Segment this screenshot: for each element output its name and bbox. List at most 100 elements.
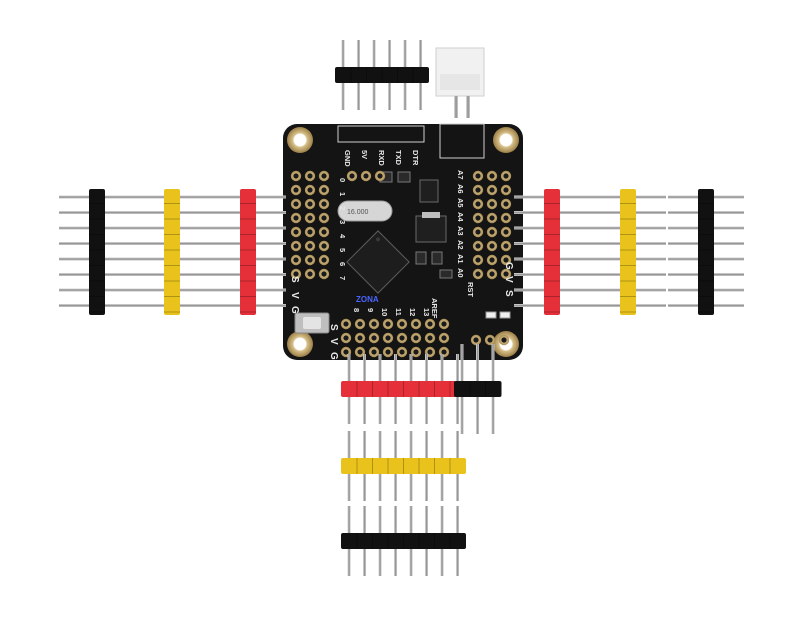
header-seam: [164, 280, 180, 282]
header-seam: [89, 203, 105, 204]
header-strip-small-black: [454, 344, 502, 434]
pin-number-label: 1: [338, 192, 347, 196]
label-g-right: G: [503, 262, 514, 270]
header-seam: [387, 458, 389, 474]
pad-bottom: [396, 318, 408, 330]
pad-bottom: [368, 318, 380, 330]
header-housing: [89, 189, 105, 315]
header-seam: [544, 280, 560, 282]
pad-bottom: [354, 318, 366, 330]
label-aref: AREF: [430, 298, 439, 319]
pad-right: [472, 240, 484, 252]
header-seam: [698, 296, 714, 297]
label-5v: 5V: [360, 150, 369, 159]
header-seam: [403, 458, 404, 474]
header-seam: [434, 381, 435, 397]
pad-right: [472, 268, 484, 280]
pad-left: [290, 240, 302, 252]
pad-top: [374, 170, 386, 182]
pad-left: [318, 184, 330, 196]
header-seam: [403, 533, 404, 549]
header-seam: [164, 265, 180, 266]
header-seam: [240, 296, 256, 297]
header-seam: [544, 234, 560, 235]
header-seam: [544, 218, 560, 220]
pad-bottom: [438, 318, 450, 330]
label-gnd: GND: [343, 150, 352, 167]
header-housing: [698, 189, 714, 315]
pad-bottom: [438, 346, 450, 358]
pad-left: [290, 212, 302, 224]
pin-number-label: 0: [338, 178, 347, 182]
led-indicator: [485, 311, 497, 319]
pad-bottom: [410, 346, 422, 358]
header-seam: [403, 381, 404, 397]
header-seam: [418, 533, 420, 549]
header-seam: [434, 533, 435, 549]
header-seam: [356, 458, 358, 474]
header-seam: [164, 218, 180, 220]
pad-bottom: [382, 346, 394, 358]
pad-right: [500, 226, 512, 238]
pad-left: [304, 254, 316, 266]
label-v-right: V: [503, 276, 514, 283]
pad-left: [318, 240, 330, 252]
blue-mark: ZONA: [356, 295, 379, 304]
header-seam: [372, 458, 373, 474]
header-seam: [698, 234, 714, 235]
label-s-left: S: [289, 276, 300, 283]
pad-left: [318, 170, 330, 182]
header-housing: [240, 189, 256, 315]
analog-pin-label: A5: [456, 198, 465, 208]
header-seam: [240, 234, 256, 235]
header-seam: [89, 249, 105, 251]
pad-right: [486, 184, 498, 196]
header-seam: [544, 311, 560, 313]
pad-left: [290, 184, 302, 196]
header-strip-left-black: [59, 189, 135, 315]
header-seam: [240, 280, 256, 282]
header-seam: [620, 218, 636, 220]
pad-left: [318, 226, 330, 238]
pin-number-label: 4: [338, 234, 347, 239]
header-seam: [240, 218, 256, 220]
pad-left: [304, 212, 316, 224]
pad-right: [500, 184, 512, 196]
pad-left: [290, 226, 302, 238]
header-seam: [418, 458, 420, 474]
pad-bottom: [396, 332, 408, 344]
mcu-chip: [346, 230, 410, 294]
label-txd: TXD: [394, 150, 403, 166]
analog-pin-label: A4: [456, 212, 465, 222]
header-seam: [164, 203, 180, 204]
pin-headers: [59, 40, 744, 576]
header-seam: [469, 381, 471, 397]
analog-pin-label: A7: [456, 170, 465, 180]
analog-pin-label: A2: [456, 240, 465, 250]
pad-left: [318, 198, 330, 210]
uart-outline: [337, 125, 425, 143]
mounting-hole-bl: [287, 331, 313, 357]
header-seam: [387, 381, 389, 397]
mounting-hole-tl: [287, 127, 313, 153]
label-dtr: DTR: [411, 150, 420, 166]
pad-right: [486, 268, 498, 280]
header-seam: [240, 265, 256, 266]
header-seam: [698, 249, 714, 251]
pad-top: [346, 170, 358, 182]
header-seam: [544, 203, 560, 204]
header-seam: [381, 67, 383, 83]
pin-number-label: 5: [338, 248, 347, 252]
pin-number-label: 9: [366, 308, 375, 312]
pad-left: [304, 226, 316, 238]
pad-right: [472, 184, 484, 196]
header-seam: [240, 311, 256, 313]
pad-bottom: [368, 346, 380, 358]
white-connector: [435, 47, 485, 118]
header-seam: [485, 381, 486, 397]
pad-right: [472, 198, 484, 210]
header-seam: [164, 234, 180, 235]
header-seam: [356, 533, 358, 549]
